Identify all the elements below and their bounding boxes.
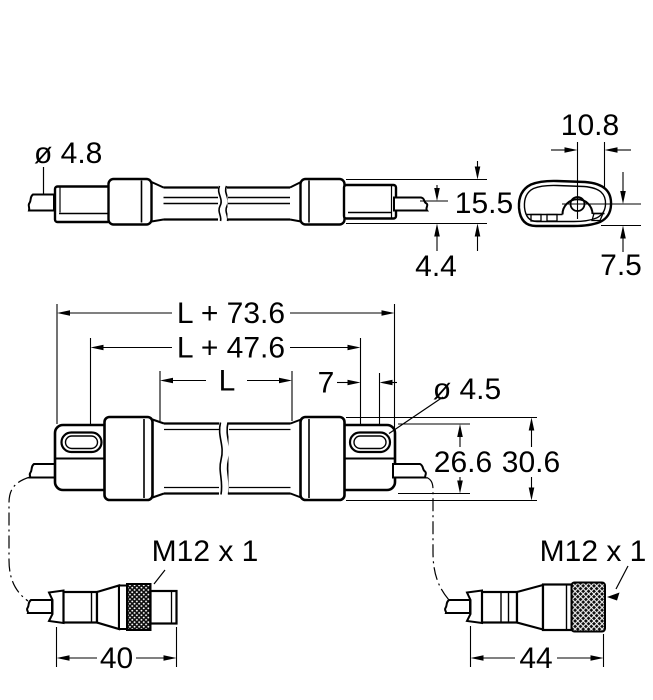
main-view-left-slot <box>60 431 103 454</box>
slot-width-label: ø 4.5 <box>433 373 501 406</box>
main-view-right-collar <box>299 415 346 502</box>
female-connector-flare <box>465 589 483 625</box>
cable-routes <box>8 476 450 602</box>
male-connector-cone <box>95 584 121 631</box>
side-view-right-collar <box>299 177 346 226</box>
side-view-cable-right <box>393 196 430 212</box>
male-connector-thread <box>149 589 178 625</box>
overall-height-label: 30.6 <box>502 446 560 479</box>
main-view: ø 4.5 <box>28 373 501 502</box>
end-view: 10.8 7.5 <box>517 109 642 282</box>
male-thread-label: M12 x 1 <box>152 535 259 568</box>
height-dimensions: 26.6 30.6 <box>346 416 560 502</box>
male-connector-cable <box>26 599 53 614</box>
female-connector: M12 x 1 44 <box>444 535 647 675</box>
side-view: ø 4.8 <box>27 137 430 226</box>
overall-length-label: L + 73.6 <box>177 297 285 330</box>
length-dimensions: L + 73.6 L + 47.6 L 7 <box>56 297 397 458</box>
side-view-left-endcap <box>53 185 112 224</box>
male-connector-flare <box>47 589 65 625</box>
inner-height-label: 26.6 <box>434 446 492 479</box>
female-connector-body <box>541 583 574 632</box>
side-view-left-collar <box>107 177 153 226</box>
side-view-dimensions: 15.5 4.4 <box>346 161 513 283</box>
main-view-left-collar <box>103 415 154 502</box>
cable-route-left <box>8 476 31 602</box>
hole-height-label: 7.5 <box>600 249 642 282</box>
main-view-right-slot <box>348 431 392 454</box>
male-connector: M12 x 1 40 <box>26 535 259 675</box>
main-view-cable-left <box>28 463 59 479</box>
cable-route-right <box>426 476 450 601</box>
female-thread-label: M12 x 1 <box>540 535 647 568</box>
inner-span-label: L + 47.6 <box>177 332 285 365</box>
side-view-right-endcap <box>342 183 398 220</box>
side-view-break <box>217 185 222 222</box>
female-connector-cone <box>515 583 545 631</box>
main-view-break <box>218 422 223 495</box>
female-connector-knurl-nut <box>570 581 606 633</box>
tube-length-label: L <box>219 365 236 398</box>
male-connector-knurl <box>126 583 152 631</box>
side-view-cable-left <box>27 193 55 212</box>
cable-diameter-label: ø 4.8 <box>34 137 102 170</box>
cable-offset-label: 4.4 <box>415 250 457 283</box>
male-length-label: 40 <box>100 642 133 675</box>
height-label: 15.5 <box>455 187 513 220</box>
female-connector-boot <box>480 590 519 624</box>
main-view-cable-right <box>392 463 428 479</box>
female-connector-cable <box>444 599 471 614</box>
hole-offset-label: 10.8 <box>561 109 619 142</box>
slot-length-label: 7 <box>318 367 335 400</box>
female-length-label: 44 <box>519 642 552 675</box>
